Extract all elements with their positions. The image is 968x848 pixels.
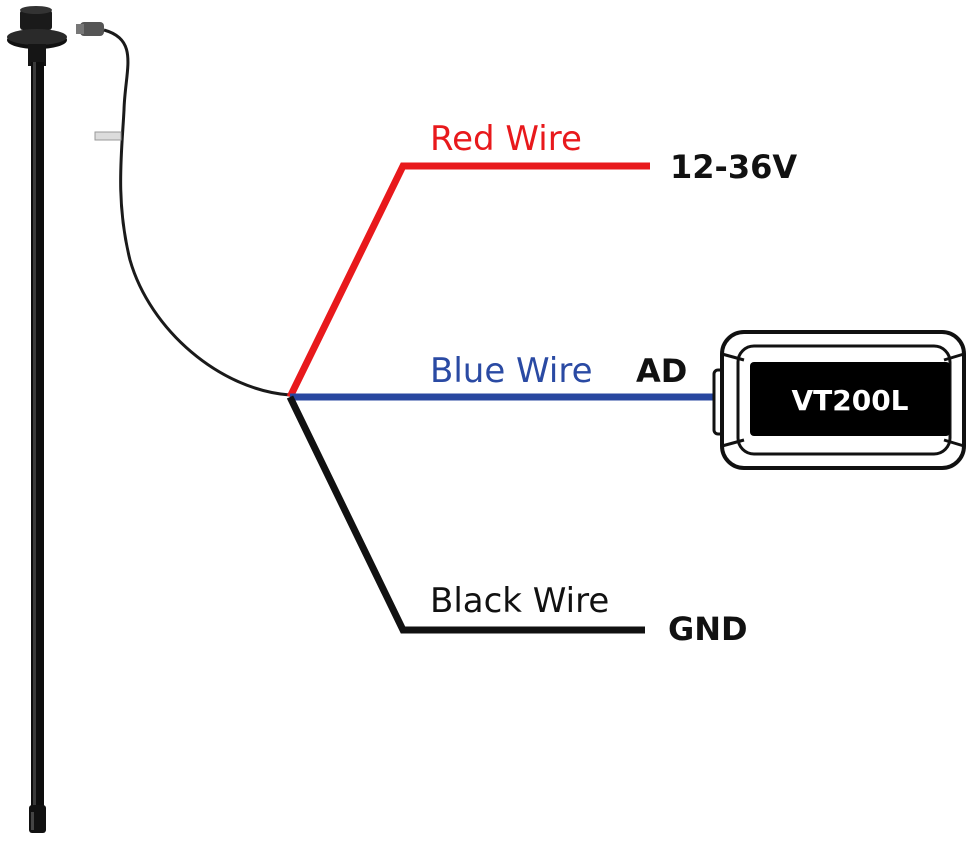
gnd-terminal-label: GND <box>668 610 748 648</box>
power-terminal-label: 12-36V <box>670 148 797 186</box>
black-wire <box>286 395 645 634</box>
device-label: VT200L <box>791 384 908 417</box>
fuel-sensor-icon <box>7 6 104 833</box>
black-wire-label: Black Wire <box>430 581 609 621</box>
ad-terminal-label: AD <box>636 352 687 390</box>
red-wire <box>286 162 650 399</box>
red-wire-label: Red Wire <box>430 119 582 159</box>
gps-tracker-icon <box>712 330 966 470</box>
sensor-cable <box>103 28 291 397</box>
blue-wire-label: Blue Wire <box>430 351 593 391</box>
